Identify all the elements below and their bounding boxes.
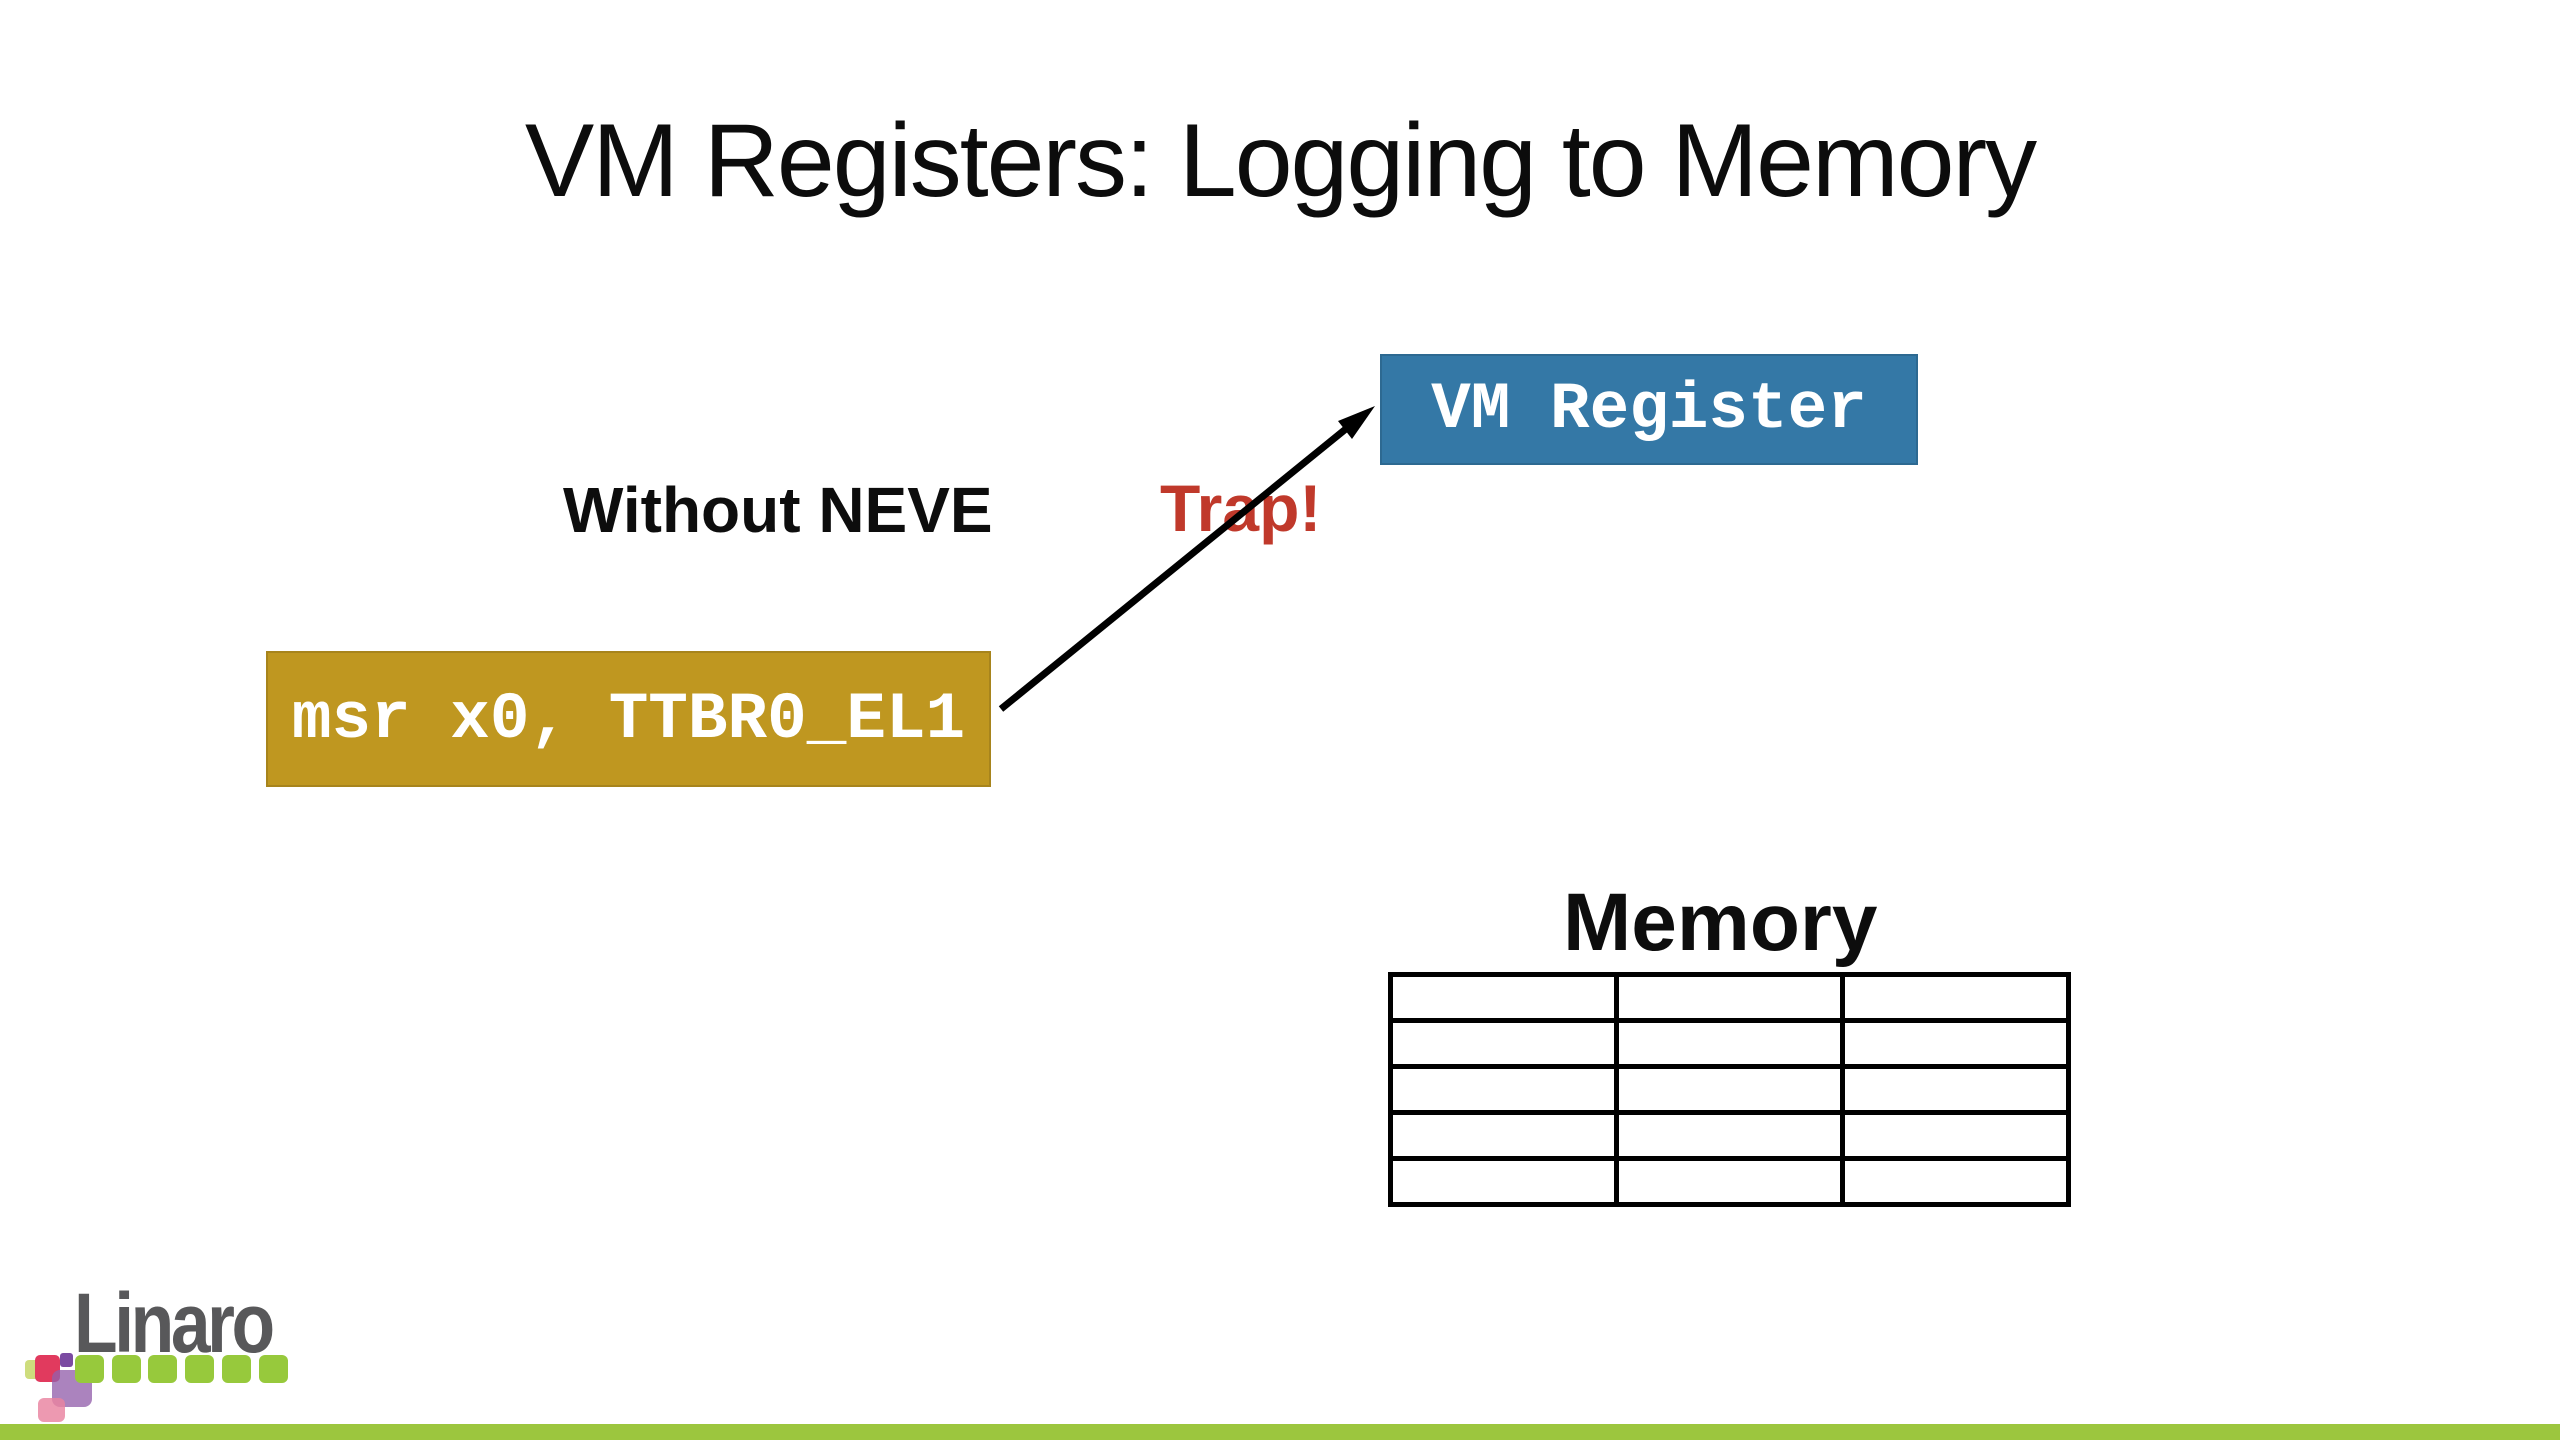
logo-green-square xyxy=(222,1355,251,1383)
memory-table-row xyxy=(1388,1018,2071,1069)
memory-cell xyxy=(1840,1018,2071,1069)
memory-cell xyxy=(1388,1156,1619,1207)
logo-green-square xyxy=(259,1355,288,1383)
scenario-label: Without NEVE xyxy=(563,474,993,546)
logo-green-square xyxy=(185,1355,214,1383)
linaro-logo-text: Linaro xyxy=(74,1276,275,1370)
vm-register-box: VM Register xyxy=(1380,354,1918,465)
memory-table-row xyxy=(1388,1156,2071,1207)
memory-cell xyxy=(1388,1018,1619,1069)
logo-green-square xyxy=(148,1355,177,1383)
memory-table-row xyxy=(1388,1064,2071,1115)
memory-cell xyxy=(1840,1156,2071,1207)
memory-cell xyxy=(1614,972,1845,1023)
memory-cell xyxy=(1614,1110,1845,1161)
logo-green-square xyxy=(112,1355,141,1383)
logo-pink-square xyxy=(38,1398,65,1422)
memory-table xyxy=(1388,972,2071,1207)
slide-title: VM Registers: Logging to Memory xyxy=(524,103,2037,219)
instruction-box-label: msr x0, TTBR0_EL1 xyxy=(291,681,966,757)
memory-cell xyxy=(1840,1064,2071,1115)
memory-cell xyxy=(1614,1018,1845,1069)
memory-cell xyxy=(1614,1156,1845,1207)
memory-cell xyxy=(1614,1064,1845,1115)
memory-cell xyxy=(1840,972,2071,1023)
instruction-box: msr x0, TTBR0_EL1 xyxy=(266,651,991,787)
memory-table-body xyxy=(1388,972,2071,1207)
memory-cell xyxy=(1840,1110,2071,1161)
logo-green-square xyxy=(75,1355,104,1383)
memory-table-row xyxy=(1388,1110,2071,1161)
footer-bar xyxy=(0,1424,2560,1440)
memory-cell xyxy=(1388,972,1619,1023)
memory-cell xyxy=(1388,1110,1619,1161)
memory-table-row xyxy=(1388,972,2071,1023)
logo-purple-small-square xyxy=(60,1353,73,1367)
vm-register-box-label: VM Register xyxy=(1431,372,1867,447)
memory-label: Memory xyxy=(1563,877,1878,968)
memory-cell xyxy=(1388,1064,1619,1115)
trap-label: Trap! xyxy=(1160,471,1322,545)
